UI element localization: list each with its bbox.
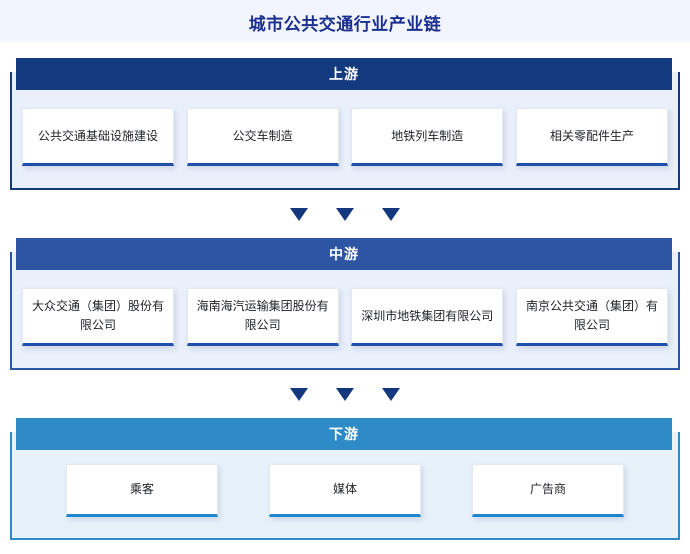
chevron-down-icon [382,208,400,221]
card-midstream-1[interactable]: 大众交通（集团）股份有限公司 [22,288,174,346]
card-upstream-2[interactable]: 公交车制造 [186,108,339,166]
chevron-down-icon [336,208,354,221]
card-row-downstream: 乘客 媒体 广告商 [66,464,624,517]
section-header-downstream: 下游 [16,418,672,450]
section-header-midstream: 中游 [16,238,672,270]
card-midstream-2[interactable]: 海南海汽运输集团股份有限公司 [186,288,339,346]
page-title: 城市公共交通行业产业链 [248,15,442,34]
card-upstream-1[interactable]: 公共交通基础设施建设 [22,108,174,166]
chevron-down-icon [290,208,308,221]
card-upstream-4[interactable]: 相关零配件生产 [515,108,668,166]
card-downstream-1[interactable]: 乘客 [66,464,218,517]
card-upstream-3[interactable]: 地铁列车制造 [351,108,504,166]
chevron-down-icon [382,388,400,401]
card-midstream-4[interactable]: 南京公共交通（集团）有限公司 [515,288,668,346]
section-header-upstream: 上游 [16,58,672,90]
arrow-group-lower [0,388,690,401]
arrow-group-upper [0,208,690,221]
card-row-midstream: 大众交通（集团）股份有限公司 海南海汽运输集团股份有限公司 深圳市地铁集团有限公… [22,288,668,346]
title-band: 城市公共交通行业产业链 [0,0,690,42]
card-midstream-3[interactable]: 深圳市地铁集团有限公司 [351,288,504,346]
card-row-upstream: 公共交通基础设施建设 公交车制造 地铁列车制造 相关零配件生产 [22,108,668,166]
chevron-down-icon [290,388,308,401]
card-downstream-2[interactable]: 媒体 [269,464,421,517]
card-downstream-3[interactable]: 广告商 [472,464,624,517]
chevron-down-icon [336,388,354,401]
